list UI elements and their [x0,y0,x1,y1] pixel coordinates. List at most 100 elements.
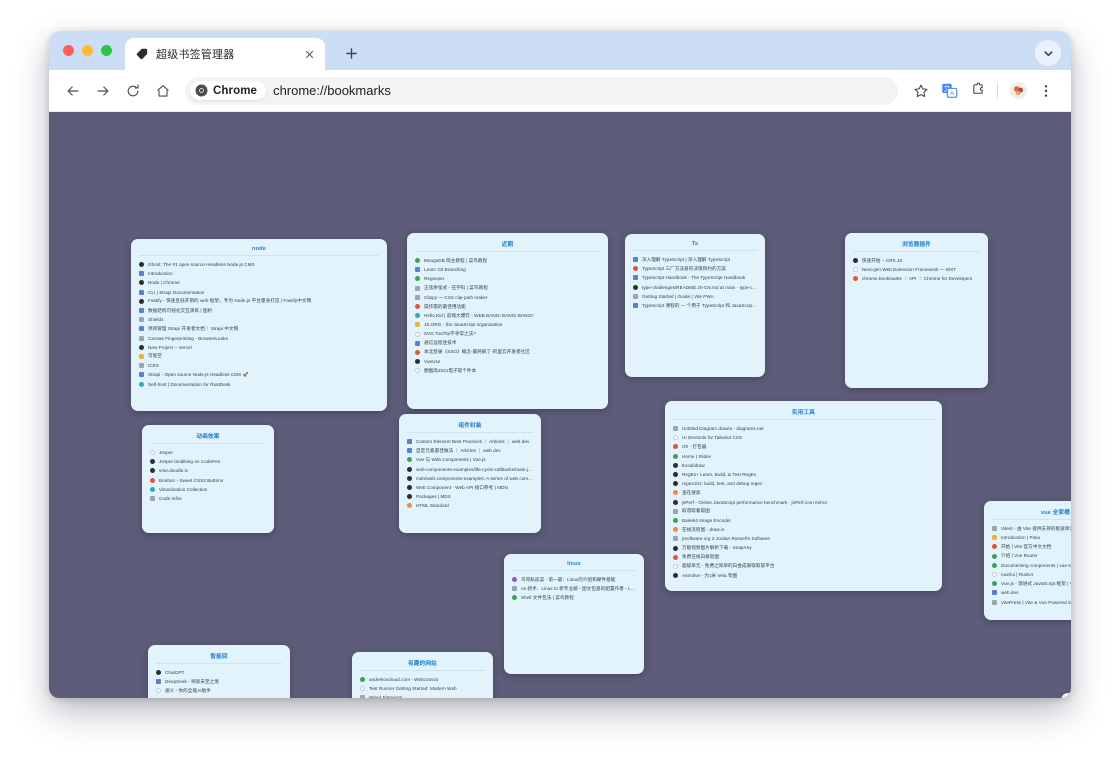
minimize-window-button[interactable] [82,45,93,56]
bookmark-item[interactable]: VitePress | Vite & Vue Powered Static Si… [992,598,1071,607]
bookmark-item[interactable]: Astrolive - 为1米 Vela 架图 [673,571,934,580]
bookmark-item[interactable]: 免费在线白板软图 [673,553,934,562]
bookmark-item[interactable]: Node | Chrome [139,278,379,287]
bookmark-item[interactable]: Custom Element Best Practices ｜ Articles… [407,437,533,446]
bookmark-item[interactable]: 查在搜索 [673,488,934,497]
bookmark-item[interactable]: 自定元素最佳做法 ｜ Articles ｜ web.dev [407,446,533,455]
bookmark-item[interactable]: Vue 与 Web Components | Vue.js [407,455,533,464]
bookmark-item[interactable]: Oh · 打包器 [673,442,934,451]
bookmark-item[interactable]: jrsoftware.org 2 Jordan Russell's Softwa… [673,534,934,543]
bookmark-item[interactable]: Excalidraw [673,461,934,470]
bookmark-item[interactable]: Shieldx [139,315,379,324]
bookmark-item[interactable]: andrekovoloud.com - Webcomics [360,675,485,684]
bookmark-item[interactable]: DeepSeek - 探索未至之境 [156,677,282,686]
bookmark-item[interactable]: 数据结构可视化交互演练 | 图析 [139,306,379,315]
bookmark-item[interactable]: 快速开始 – CRX.JS [853,256,980,265]
arrow-left-icon[interactable] [59,77,87,105]
bookmark-item[interactable]: mdn/web-components-examples: A series of… [407,474,533,483]
bookmark-item[interactable]: web-components-examples/life-cycle-callb… [407,465,533,474]
bookmark-item[interactable]: HTML Standard [407,501,533,510]
bookmark-item[interactable]: Getting Started | Guide | Vite PWA [633,292,757,301]
browser-tab[interactable]: 超级书签管理器 [125,38,325,70]
bookmark-item[interactable]: 介绍 | Vue Router [992,552,1071,561]
bookmark-item[interactable]: os-新手、Linux to 新专业解 - 图文包基的配置作者 - Linux … [512,584,636,593]
three-dot-menu-icon[interactable] [1033,78,1059,104]
bookmark-item[interactable]: Bonbon - Sweet CSS3 Buttons [150,476,266,485]
home-icon[interactable] [149,77,177,105]
bookmark-item[interactable]: 本北登录《SSO》概念-最终解了-阿里云开发者社区 [415,348,600,357]
bookmark-item[interactable]: 取谱取着取图 [673,507,934,516]
bookmark-item[interactable]: Home | Slidev [673,452,934,461]
bookmark-item[interactable]: 在线流程图 - draw.io [673,525,934,534]
profile-avatar-icon[interactable] [1005,78,1031,104]
bookmark-item[interactable]: web.dev [992,588,1071,597]
bookmark-item[interactable]: Wired Elements [360,693,485,698]
bookmark-item[interactable]: 正弦余弦式 - 在学科 | 菜鸟教程 [415,284,600,293]
bookmark-item[interactable]: Next-gen Web Extension Framework — WXT [853,265,980,274]
bookmark-item[interactable]: Code Infos [150,494,266,503]
bookmark-item[interactable]: MongoDB 简主教程 | 菜鸟教程 [415,256,600,265]
bookmark-item[interactable]: Self-host | Documentation for RustDesk [139,379,379,388]
bookmark-card[interactable]: 其他书签 [1061,693,1071,698]
bookmark-item[interactable]: Clippy — CSS clip-path maker [415,293,600,302]
bookmark-item[interactable]: TypeScript 三厂方法爱的决策和约的方案 [633,264,757,273]
bookmark-item[interactable]: Hello Kid | 前端大爆炸 - WEB BANG! BANG! BANG… [415,311,600,320]
bookmark-item[interactable]: Vitest - 由 Vite 提供支持的极速单元测试框架 | Vitest [992,524,1071,533]
bookmark-item[interactable]: 万能视频图片解析下载 - SnapAny [673,543,934,552]
bookmark-item[interactable]: Vue.js - 渐进式 JavaScript 框架 | Vue.js [992,579,1071,588]
bookmark-item[interactable]: RegEx+ Learn, Build, & Test RegEx [673,470,934,479]
bookmark-item[interactable]: 超级单元 - 免费之简单的白金成果取取取平台 [673,562,934,571]
bookmark-item[interactable]: Jesper landiking on CodePen [150,457,266,466]
bookmark-item[interactable]: Web Component - Web API 接口参考 | MDN [407,483,533,492]
bookmark-item[interactable]: New Project – Vercel [139,343,379,352]
bookmark-item[interactable]: Regexper [415,274,600,283]
bookmark-item[interactable]: Base64 Image Encoder [673,516,934,525]
maximize-window-button[interactable] [101,45,112,56]
chevron-down-icon[interactable] [1035,40,1061,66]
bookmark-item[interactable]: 圈图高2021电子取个件本 [415,366,600,375]
bookmark-item[interactable]: Packages | MDX [407,492,533,501]
bookmark-item[interactable]: 通信远程连技术 [415,339,600,348]
bookmark-item[interactable]: Jesper [150,448,266,457]
new-tab-button[interactable] [340,42,362,64]
bookmark-item[interactable]: ICES [139,361,379,370]
extensions-puzzle-icon[interactable] [964,78,990,104]
bookmark-item[interactable]: Documenting components | vue-styleguidis… [992,561,1071,570]
bookmark-item[interactable]: Strapi - Open source Node.js Headless CM… [139,370,379,379]
bookmark-item[interactable]: Untitled Diagram drawio - diagrams.net [673,424,934,433]
bookmark-item[interactable]: Visualization Collection [150,485,266,494]
bookmark-item[interactable]: SVG ToolTip不寻常之法? [415,330,600,339]
bookmark-item[interactable]: Ghost: The #1 open source Headless Node.… [139,260,379,269]
bookmark-item[interactable]: VueUse [415,357,600,366]
reload-icon[interactable] [119,77,147,105]
bookmark-item[interactable]: JS.ORG - the JavaScript organization [415,320,600,329]
bookmark-item[interactable]: CLI | Strapi Documentation [139,288,379,297]
star-icon[interactable] [908,78,934,104]
bookmark-item[interactable]: Learn Git Branching [415,265,600,274]
bookmark-item[interactable]: TypeScript Handbook - The TypeScript Han… [633,273,757,282]
bookmark-item[interactable]: Fastify - 快速且低开销的 web 框架，专为 Node.js 平台量身… [139,297,379,306]
bookmark-item[interactable]: TypeScript 课程的 — 个用于 TypeScript 和 JavaSc… [633,301,757,310]
arrow-right-icon[interactable] [89,77,117,105]
bookmark-item[interactable]: 通义 - 你的全能AI助手 [156,686,282,695]
bookmark-item[interactable]: 深入理解 TypeScript | 深入理解 TypeScript [633,255,757,264]
bookmark-item[interactable]: nuxt/ui | RuxtUI [992,570,1071,579]
bookmark-item[interactable]: 项目管理 Strapi 开发者文档｜ Strapi 中文网 [139,324,379,333]
bookmark-item[interactable]: vrse.doodle.lv [150,466,266,475]
bookmark-item[interactable]: 可能空 [139,352,379,361]
translate-icon[interactable]: 文 A [936,78,962,104]
bookmark-item[interactable]: type-challenges/README.zh-CN.md at main … [633,283,757,292]
bookmark-item[interactable]: Canvas Fingerprinting - BrowserLeaks [139,334,379,343]
bookmark-item[interactable]: Introduction | Pinia [992,533,1071,542]
